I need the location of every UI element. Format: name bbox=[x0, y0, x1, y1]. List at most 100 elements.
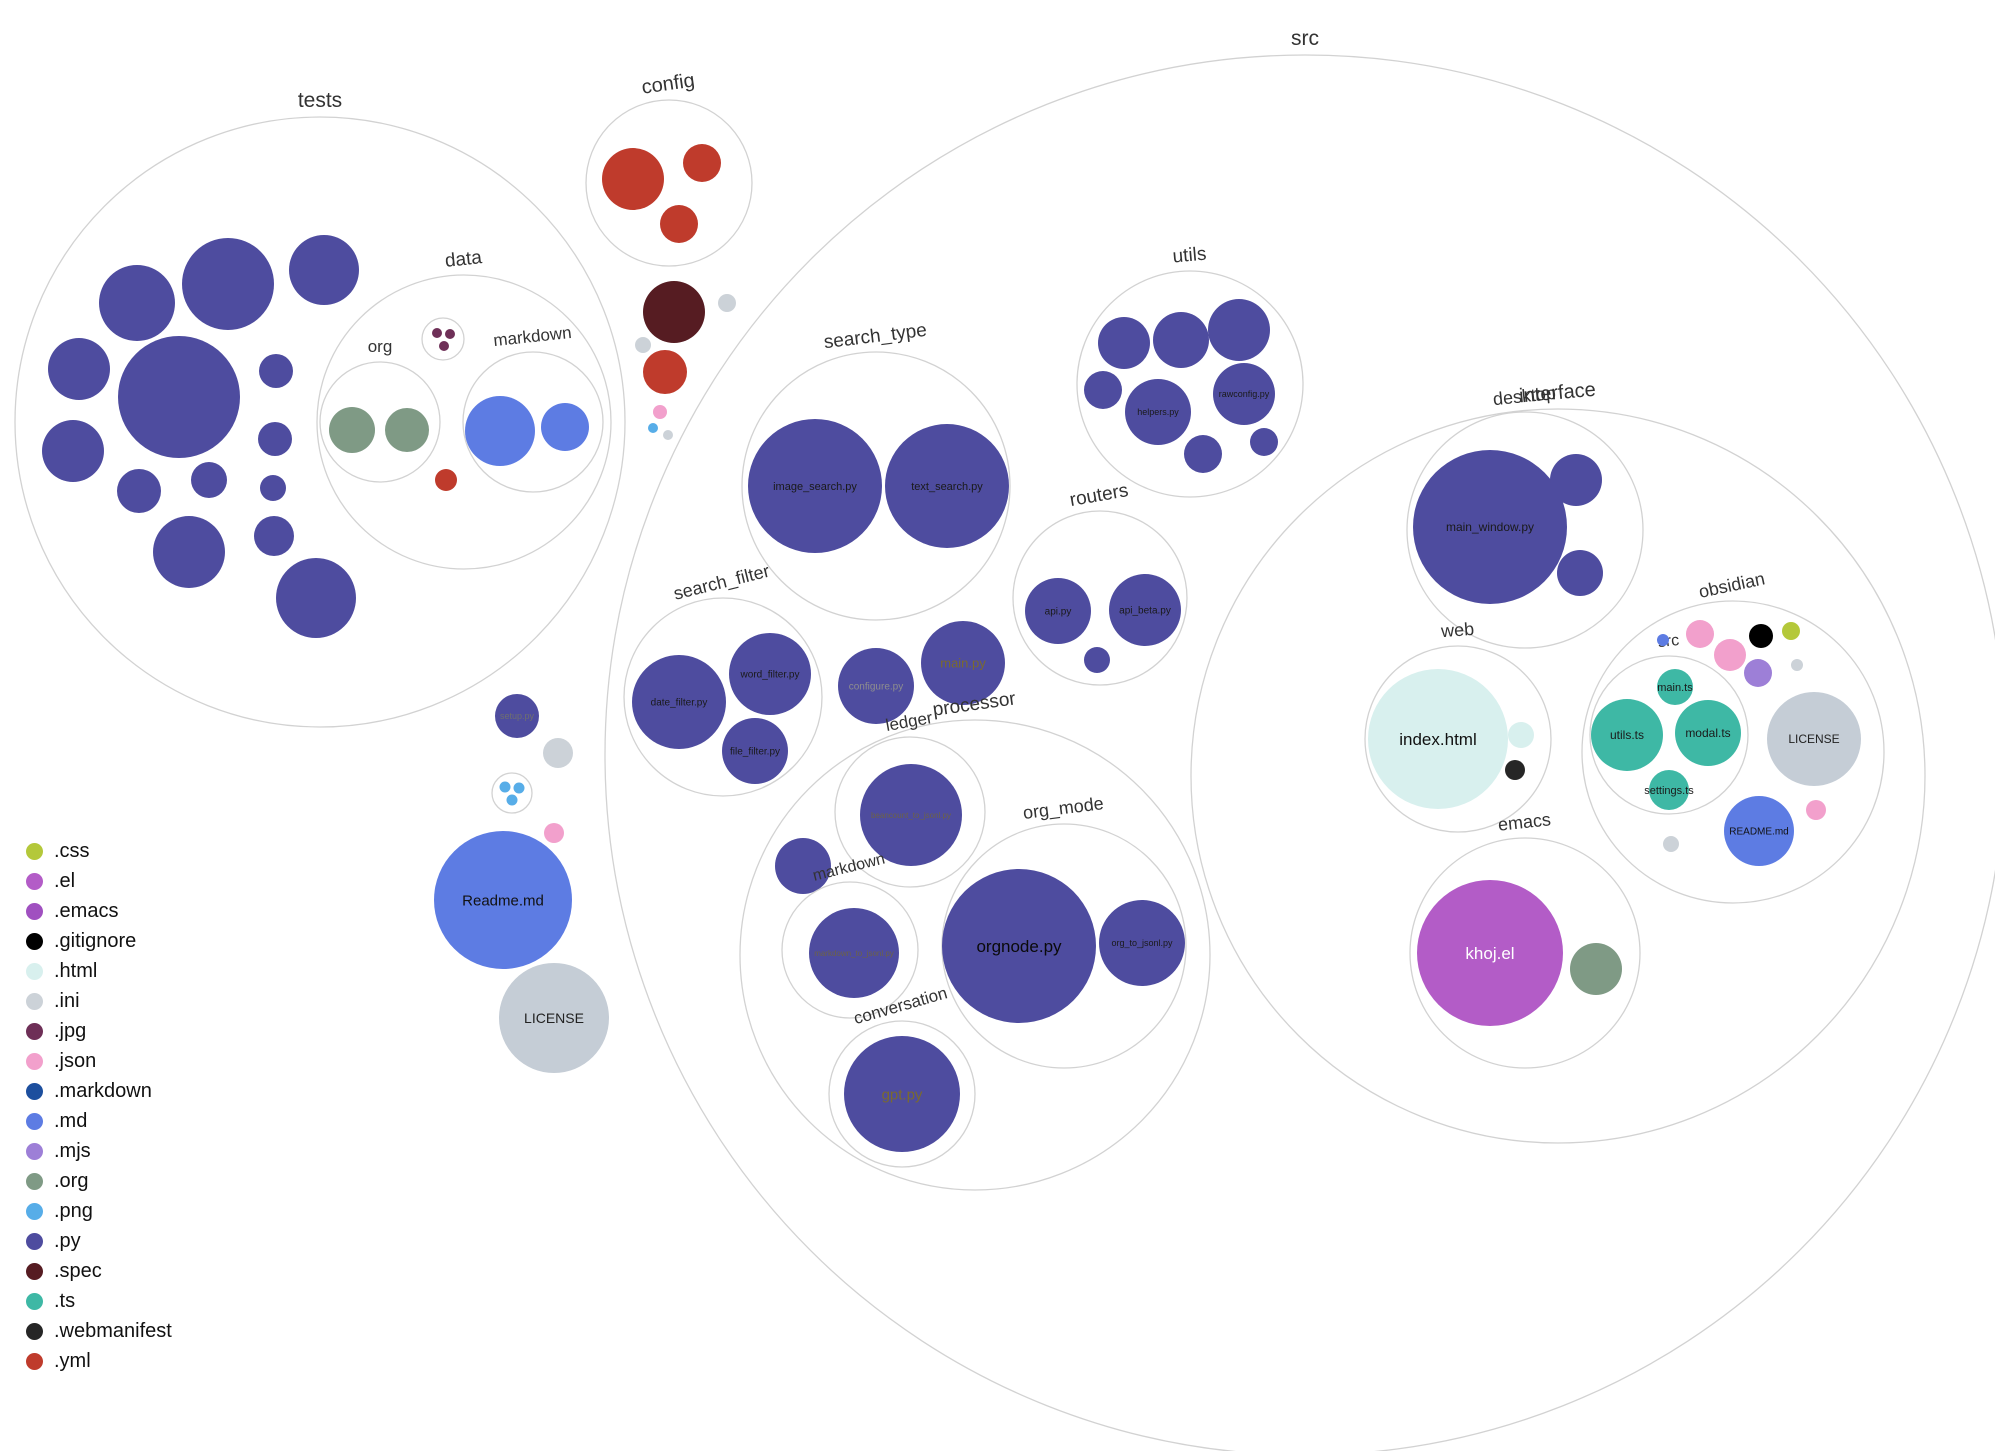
file-main-window-py[interactable] bbox=[1413, 450, 1567, 604]
file-png-2[interactable] bbox=[513, 782, 525, 794]
legend-color-dot-icon bbox=[26, 962, 43, 980]
legend-color-dot-icon bbox=[26, 1112, 43, 1130]
file-ini-a[interactable] bbox=[718, 294, 736, 312]
legend-color-dot-icon bbox=[26, 1022, 43, 1040]
file-orgnode-py[interactable] bbox=[942, 869, 1096, 1023]
file-webmanifest[interactable] bbox=[1505, 760, 1525, 780]
file-readme-md-obsidian[interactable] bbox=[1724, 796, 1794, 866]
file-obsidian-json-1[interactable] bbox=[1686, 620, 1714, 648]
file-json-b[interactable] bbox=[544, 823, 564, 843]
file-obsidian-json-2[interactable] bbox=[1714, 639, 1746, 671]
file-emacs-org[interactable] bbox=[1570, 943, 1622, 995]
file-jpg-3[interactable] bbox=[439, 341, 449, 351]
file-utils-py-3[interactable] bbox=[1208, 299, 1270, 361]
file-tests-py-2[interactable] bbox=[182, 238, 274, 330]
file-tests-py-1[interactable] bbox=[99, 265, 175, 341]
file-utils-py-2[interactable] bbox=[1153, 312, 1209, 368]
file-jpg-1[interactable] bbox=[432, 328, 442, 338]
file-text-search-py[interactable] bbox=[885, 424, 1009, 548]
file-utils-ts[interactable] bbox=[1591, 699, 1663, 771]
file-main-py[interactable] bbox=[921, 621, 1005, 705]
legend-extension-label: .py bbox=[54, 1230, 81, 1252]
file-ini-c[interactable] bbox=[663, 430, 673, 440]
file-obsidian-css[interactable] bbox=[1782, 622, 1800, 640]
file-tests-py-12[interactable] bbox=[153, 516, 225, 588]
file-ini-b[interactable] bbox=[635, 337, 651, 353]
legend-color-dot-icon bbox=[26, 1232, 43, 1250]
legend-item-gitignore: .gitignore bbox=[26, 926, 172, 956]
file-ini-d[interactable] bbox=[543, 738, 573, 768]
file-obsidian-md-dot[interactable] bbox=[1657, 634, 1669, 646]
file-jpg-2[interactable] bbox=[445, 329, 455, 339]
file-spec[interactable] bbox=[643, 281, 705, 343]
file-tests-py-6[interactable] bbox=[259, 354, 293, 388]
file-utils-py-1[interactable] bbox=[1098, 317, 1150, 369]
file-config-yml-1[interactable] bbox=[602, 148, 664, 210]
legend-color-dot-icon bbox=[26, 1202, 43, 1220]
file-obsidian-json-3[interactable] bbox=[1806, 800, 1826, 820]
legend-item-png: .png bbox=[26, 1196, 172, 1226]
file-routers-py-1[interactable] bbox=[1084, 647, 1110, 673]
file-modal-ts[interactable] bbox=[1675, 700, 1741, 766]
file-obsidian-ini-1[interactable] bbox=[1791, 659, 1803, 671]
file-desktop-py-1[interactable] bbox=[1550, 454, 1602, 506]
file-utils-py-4[interactable] bbox=[1084, 371, 1122, 409]
file-tests-py-10[interactable] bbox=[258, 422, 292, 456]
file-settings-ts[interactable] bbox=[1649, 770, 1689, 810]
file-desktop-py-2[interactable] bbox=[1557, 550, 1603, 596]
file-config-yml-2[interactable] bbox=[683, 144, 721, 182]
file-api-beta-py[interactable] bbox=[1109, 574, 1181, 646]
file-readme-md[interactable] bbox=[434, 831, 572, 969]
file-rawconfig-py[interactable] bbox=[1213, 363, 1275, 425]
file-obsidian-ini-2[interactable] bbox=[1663, 836, 1679, 852]
file-md-1[interactable] bbox=[465, 396, 535, 466]
file-markdown-to-jsonl-py[interactable] bbox=[809, 908, 899, 998]
legend-color-dot-icon bbox=[26, 872, 43, 890]
file-tests-py-14[interactable] bbox=[276, 558, 356, 638]
file-web-html-1[interactable] bbox=[1508, 722, 1534, 748]
legend-item-spec: .spec bbox=[26, 1256, 172, 1286]
file-setup-py[interactable] bbox=[495, 694, 539, 738]
file-yml-root[interactable] bbox=[643, 350, 687, 394]
file-khoj-el[interactable] bbox=[1417, 880, 1563, 1026]
file-beancount-to-jsonl-py[interactable] bbox=[860, 764, 962, 866]
file-tests-py-8[interactable] bbox=[117, 469, 161, 513]
file-utils-py-5[interactable] bbox=[1184, 435, 1222, 473]
file-license-root[interactable] bbox=[499, 963, 609, 1073]
file-tests-py-4[interactable] bbox=[48, 338, 110, 400]
file-png-3[interactable] bbox=[506, 794, 518, 806]
file-png-1[interactable] bbox=[499, 781, 511, 793]
file-index-html[interactable] bbox=[1368, 669, 1508, 809]
file-org-1[interactable] bbox=[329, 407, 375, 453]
file-processor-py-1[interactable] bbox=[775, 838, 831, 894]
file-org-to-jsonl-py[interactable] bbox=[1099, 900, 1185, 986]
file-api-py[interactable] bbox=[1025, 578, 1091, 644]
file-tests-py-9[interactable] bbox=[191, 462, 227, 498]
file-main-ts[interactable] bbox=[1657, 669, 1693, 705]
file-file-filter-py[interactable] bbox=[722, 718, 788, 784]
legend-color-dot-icon bbox=[26, 1172, 43, 1190]
file-word-filter-py[interactable] bbox=[729, 633, 811, 715]
file-obsidian-mjs[interactable] bbox=[1744, 659, 1772, 687]
file-license-obsidian[interactable] bbox=[1767, 692, 1861, 786]
file-tests-py-3[interactable] bbox=[289, 235, 359, 305]
file-png-a[interactable] bbox=[648, 423, 658, 433]
file-configure-py[interactable] bbox=[838, 648, 914, 724]
file-org-2[interactable] bbox=[385, 408, 429, 452]
file-obsidian-gitignore[interactable] bbox=[1749, 624, 1773, 648]
file-tests-py-13[interactable] bbox=[254, 516, 294, 556]
file-gpt-py[interactable] bbox=[844, 1036, 960, 1152]
file-helpers-py[interactable] bbox=[1125, 379, 1191, 445]
file-json-a[interactable] bbox=[653, 405, 667, 419]
file-config-yml-3[interactable] bbox=[660, 205, 698, 243]
file-data-yml[interactable] bbox=[435, 469, 457, 491]
file-tests-py-7[interactable] bbox=[42, 420, 104, 482]
file-md-2[interactable] bbox=[541, 403, 589, 451]
dir-png-mini bbox=[491, 772, 533, 814]
legend-item-jpg: .jpg bbox=[26, 1016, 172, 1046]
file-image-search-py[interactable] bbox=[748, 419, 882, 553]
file-date-filter-py[interactable] bbox=[632, 655, 726, 749]
file-tests-py-11[interactable] bbox=[260, 475, 286, 501]
file-utils-py-6[interactable] bbox=[1250, 428, 1278, 456]
file-tests-py-5[interactable] bbox=[118, 336, 240, 458]
